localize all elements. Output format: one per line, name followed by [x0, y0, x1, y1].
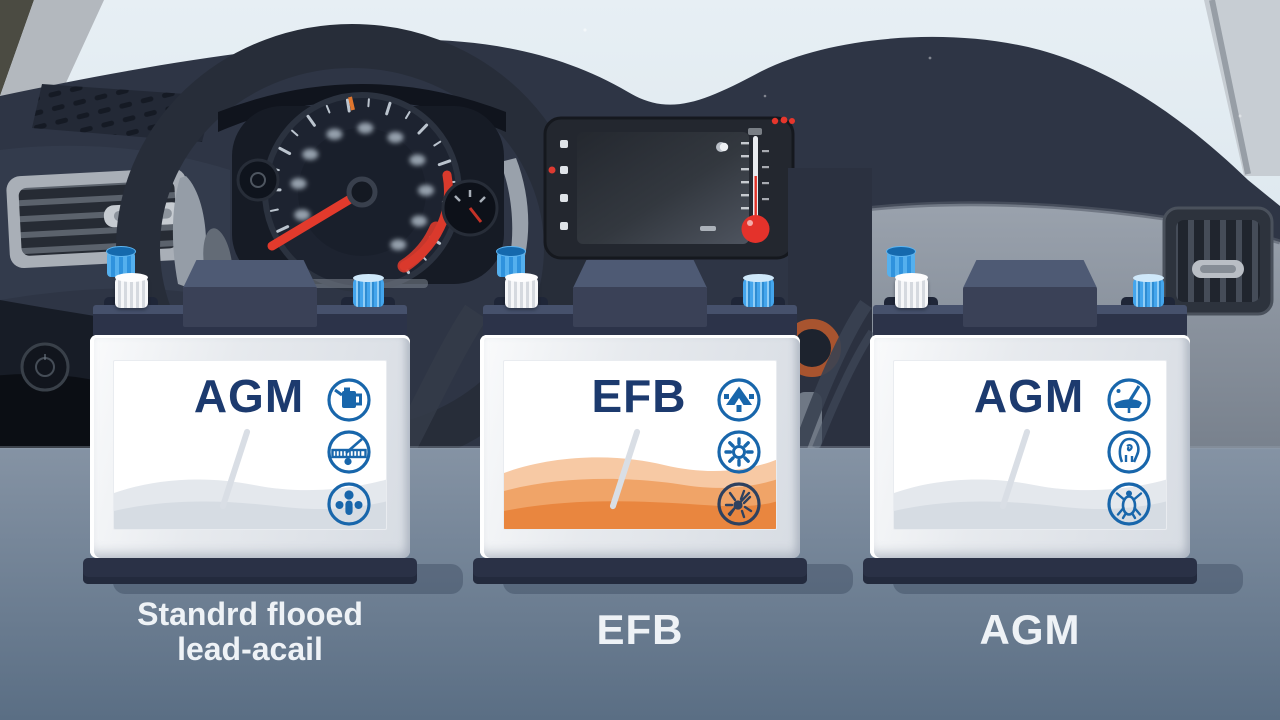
mountain-arrow-icon: [717, 378, 761, 422]
label-wave-art: [114, 479, 386, 529]
unit-red-led: [548, 166, 556, 174]
carry-handle-block: [573, 260, 707, 337]
dash-warning-led: [780, 116, 788, 124]
positive-terminal: [353, 274, 384, 307]
right-air-vent: [1162, 206, 1274, 316]
caption-flooded: Standrd flooed lead-acail: [83, 597, 417, 667]
carry-handle-block: [963, 260, 1097, 337]
battery-type-text: EFB: [591, 370, 687, 422]
oil-canister-icon: [327, 378, 371, 422]
caption-agm: AGM: [979, 606, 1081, 653]
battery-case: AGM: [90, 335, 410, 558]
clamp-outline-icon: [1107, 430, 1151, 474]
label-icon-column: [1106, 377, 1152, 527]
wedge-pen-icon: [1107, 378, 1151, 422]
gauge-needle: [267, 187, 367, 251]
blue-vent-cap: [106, 246, 136, 277]
person-icon: [327, 482, 371, 526]
battery-label: EFB: [503, 360, 777, 530]
screen-indicator: [700, 226, 716, 231]
battery-label: AGM: [893, 360, 1167, 530]
negative-terminal: [505, 273, 538, 308]
unit-button: [560, 166, 568, 174]
label-wave-art: [894, 479, 1166, 529]
caption-efb: EFB: [596, 606, 684, 653]
unit-button: [560, 194, 568, 202]
right-sub-gauge: [441, 179, 499, 237]
thermometer-gauge: [741, 128, 770, 243]
dust-speck: [928, 56, 932, 60]
unit-button: [560, 140, 568, 148]
label-icon-column: [326, 377, 372, 527]
label-icon-column: [716, 377, 762, 527]
carry-handle-block: [183, 260, 317, 337]
battery-flooded: AGM: [83, 246, 463, 594]
left-sub-gauge: [236, 158, 280, 202]
headlight-knob: [20, 342, 70, 392]
battery-case: EFB: [480, 335, 800, 558]
tangled-sun-icon: [717, 482, 761, 526]
positive-terminal: [1133, 274, 1164, 307]
battery-type-text: AGM: [973, 370, 1085, 422]
redline-tick: [348, 96, 355, 111]
battery-agm: AGM: [863, 246, 1243, 594]
speedometer: [262, 92, 462, 292]
dash-warning-led: [771, 117, 779, 125]
sun-icon: [717, 430, 761, 474]
battery-efb: EFB: [473, 246, 853, 594]
battery-base: [473, 558, 807, 584]
infotainment-unit: [543, 116, 795, 260]
dust-speck: [1238, 114, 1242, 118]
dust-speck: [583, 28, 587, 32]
caption-line: lead-acail: [177, 631, 323, 667]
battery-case: AGM: [870, 335, 1190, 558]
battery-label: AGM: [113, 360, 387, 530]
blue-vent-cap: [496, 246, 526, 277]
bug-icon: [1107, 482, 1151, 526]
dust-speck: [763, 94, 767, 98]
console-curve: [793, 300, 872, 451]
battery-base: [863, 558, 1197, 584]
battery-type-text: AGM: [193, 370, 305, 422]
crossed-ruler-icon: [327, 430, 371, 474]
infotainment-screen: [577, 132, 749, 244]
dash-warning-led: [789, 118, 795, 124]
needle-hub: [346, 176, 378, 208]
unit-button: [560, 222, 568, 230]
battery-base: [83, 558, 417, 584]
cluster-hood: [218, 84, 506, 132]
blue-vent-cap: [886, 246, 916, 277]
label-wave-art: [504, 457, 776, 529]
column-paddle-right: [500, 158, 529, 274]
negative-terminal: [115, 273, 148, 308]
negative-terminal: [895, 273, 928, 308]
a-pillar-right-edge: [1209, 0, 1251, 175]
positive-terminal: [743, 274, 774, 307]
steering-spoke: [392, 304, 487, 452]
caption-line: Standrd flooed: [137, 596, 363, 632]
